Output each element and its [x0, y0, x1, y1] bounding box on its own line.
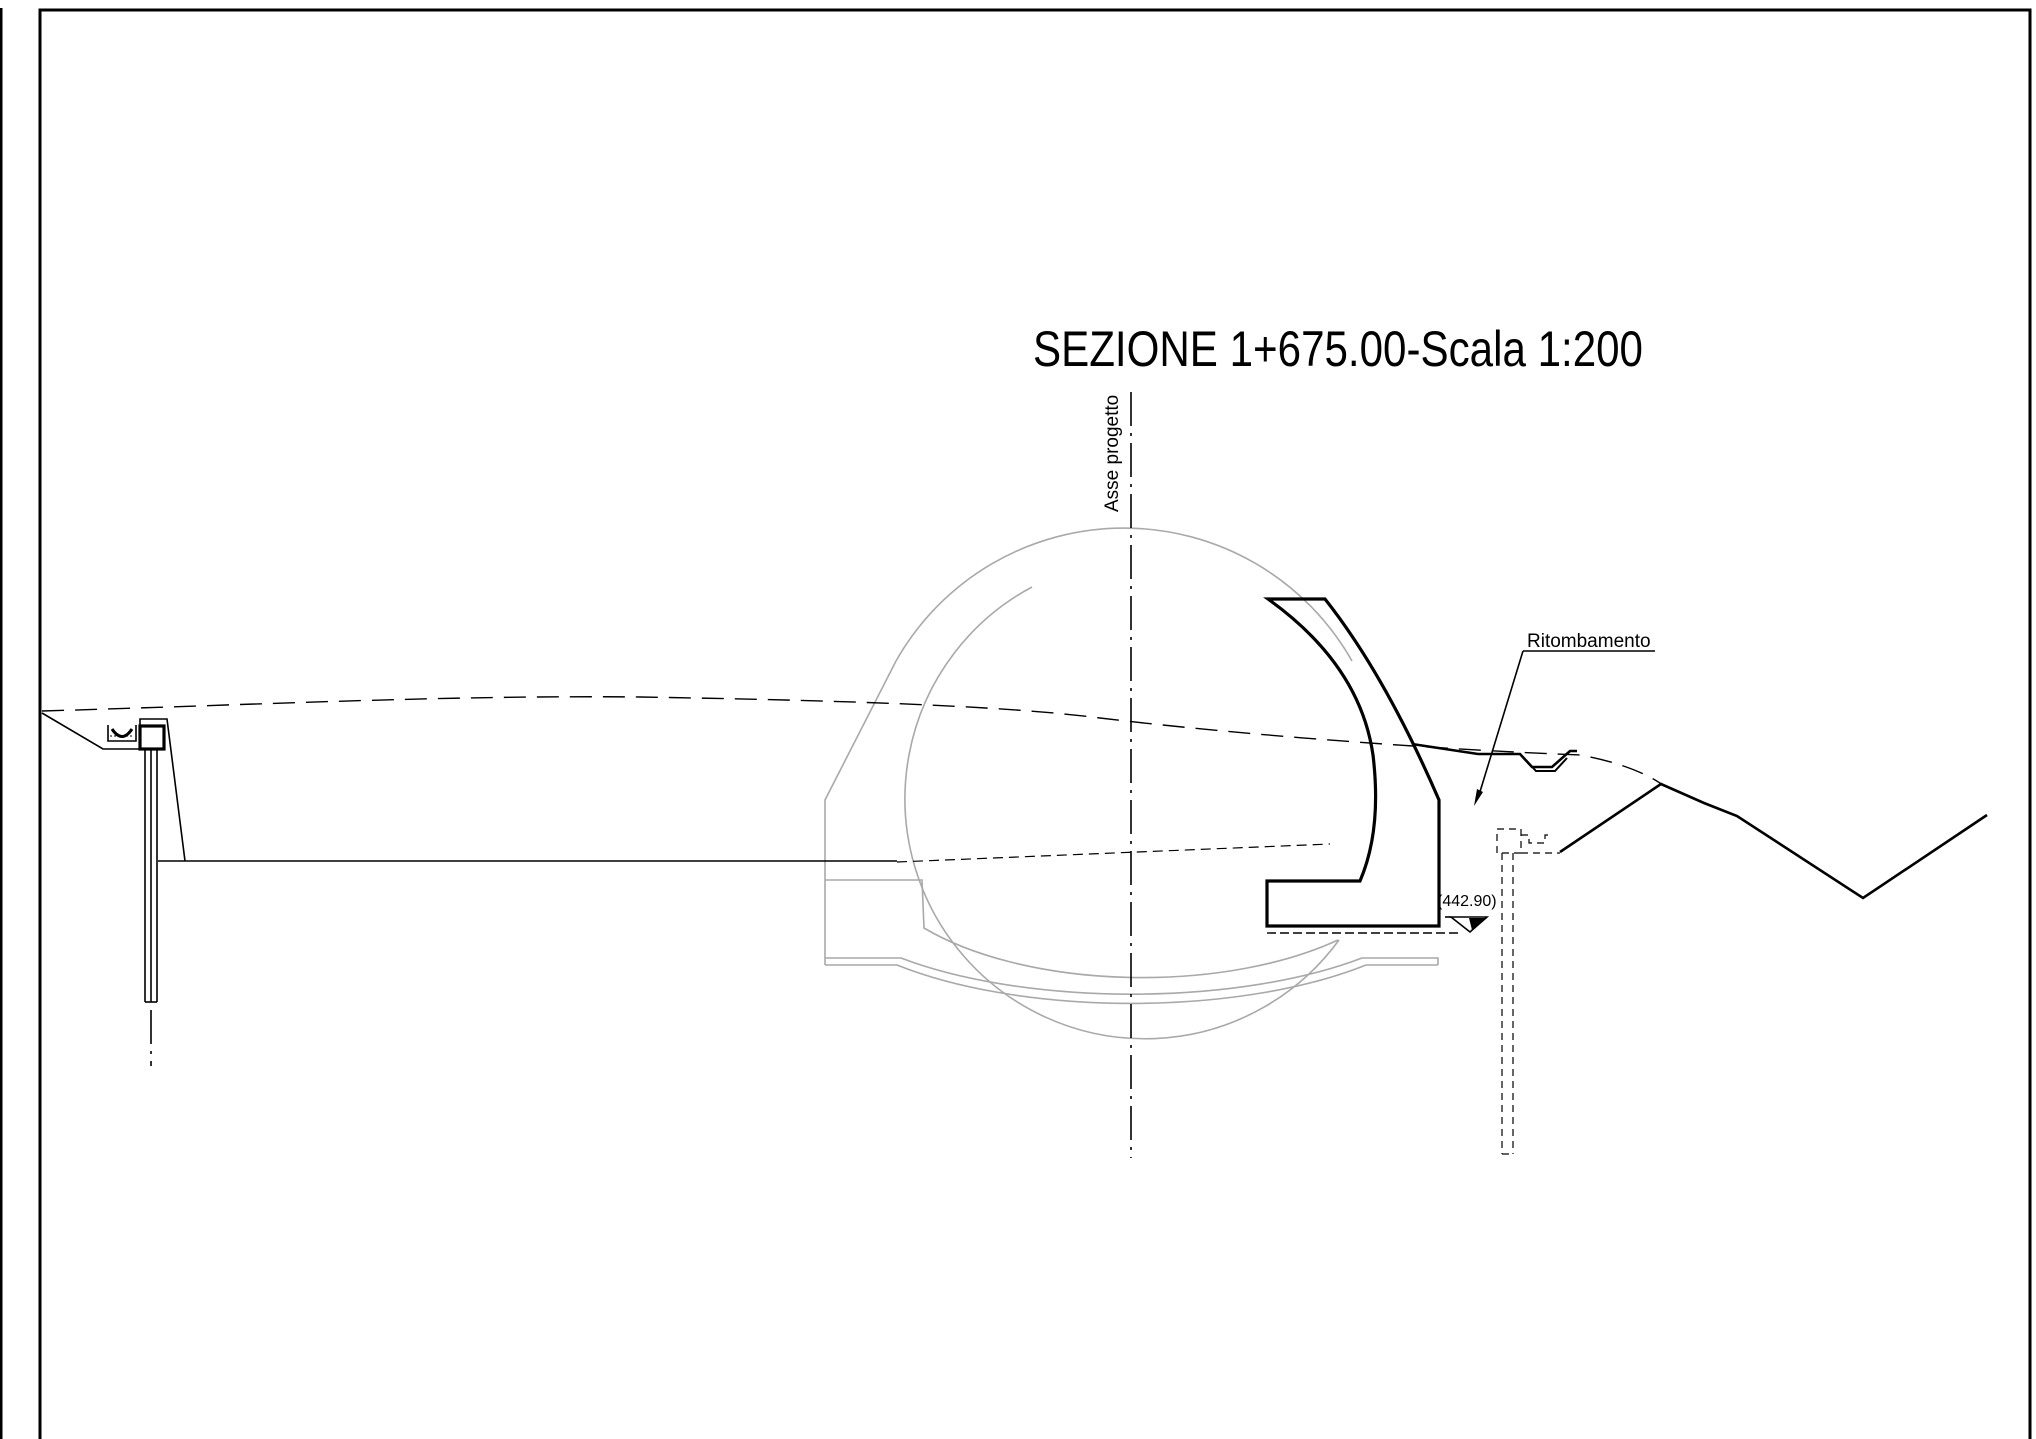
- existing-ground-line: [41, 696, 1665, 787]
- backfill-label: Ritombamento: [1527, 631, 1651, 652]
- elevation-label: (442.90): [1437, 893, 1497, 910]
- section-title: SEZIONE 1+675.00-Scala 1:200: [1033, 321, 1643, 377]
- project-grade-line: [158, 843, 1331, 863]
- elevation-marker: [1445, 916, 1490, 934]
- existing-tunnel-outline: [824, 527, 1439, 1040]
- right-terrain-line: [1411, 742, 1577, 769]
- new-portal-structure: [1263, 597, 1441, 928]
- right-pile-shoring: [1496, 828, 1560, 1155]
- right-slope-line: [1559, 782, 1988, 900]
- sheet-frame: [0, 8, 2032, 1439]
- left-retaining-wall: [41, 712, 186, 1066]
- axis-label: Asse progetto: [1102, 395, 1123, 512]
- backfill-leader: [1474, 650, 1655, 806]
- right-ditch: [1523, 757, 1568, 772]
